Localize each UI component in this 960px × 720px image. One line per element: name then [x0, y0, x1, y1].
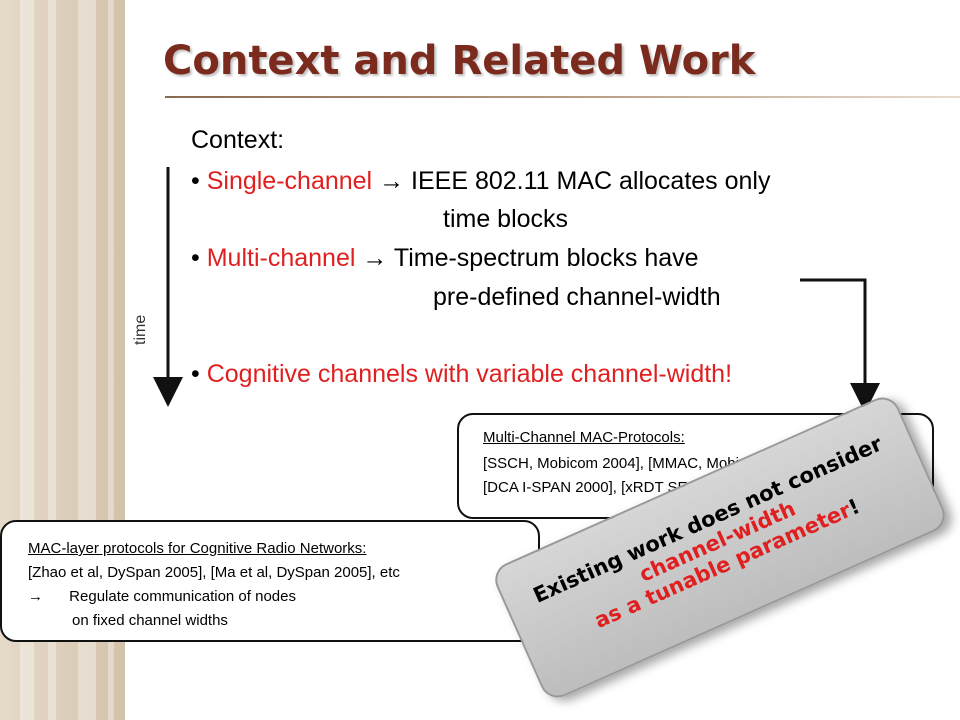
context-heading: Context: [191, 126, 285, 154]
box-heading: MAC-layer protocols for Cognitive Radio … [28, 540, 367, 557]
box-reference-line: [SSCH, Mobicom 2004], [MMAC, Mobi [483, 455, 739, 472]
bullet-highlight: Multi-channel [206, 244, 356, 272]
bullet-highlight: Cognitive channels with variable channel… [206, 360, 733, 388]
arrow-icon: → [28, 588, 43, 605]
bullet-text: Time-spectrum blocks have [393, 244, 699, 272]
box-arrow-line: → Regulate communication of nodes [28, 588, 296, 605]
bullet-cognitive: • Cognitive channels with variable chann… [191, 360, 732, 389]
bullet-dot: • [191, 360, 200, 388]
arrow-icon: → [362, 244, 388, 272]
cognitive-protocols-box: MAC-layer protocols for Cognitive Radio … [0, 520, 540, 642]
sidebar-stripe [48, 0, 56, 720]
box-reference-line: [Zhao et al, DySpan 2005], [Ma et al, Dy… [28, 564, 400, 581]
box-heading: Multi-Channel MAC-Protocols: [483, 429, 685, 446]
elbow-arrow [800, 278, 880, 413]
bullet-single-channel: • Single-channel → IEEE 802.11 MAC alloc… [191, 167, 770, 196]
box-reference-line: [DCA I-SPAN 2000], [xRDT SE [483, 479, 688, 496]
arrow-icon: → [379, 167, 405, 195]
title-underline [165, 96, 960, 98]
box-text: on fixed channel widths [72, 612, 228, 629]
box-text: Regulate communication of nodes [69, 588, 296, 605]
bullet-highlight: Single-channel [206, 167, 373, 195]
bullet-continuation: time blocks [443, 205, 569, 233]
bullet-text: IEEE 802.11 MAC allocates only [411, 167, 771, 195]
slide-title: Context and Related Work [163, 38, 756, 84]
bullet-continuation: pre-defined channel-width [433, 283, 721, 311]
bullet-dot: • [191, 244, 200, 272]
sidebar-stripe [108, 0, 114, 720]
bullet-multi-channel: • Multi-channel → Time-spectrum blocks h… [191, 244, 699, 273]
bullet-dot: • [191, 167, 200, 195]
